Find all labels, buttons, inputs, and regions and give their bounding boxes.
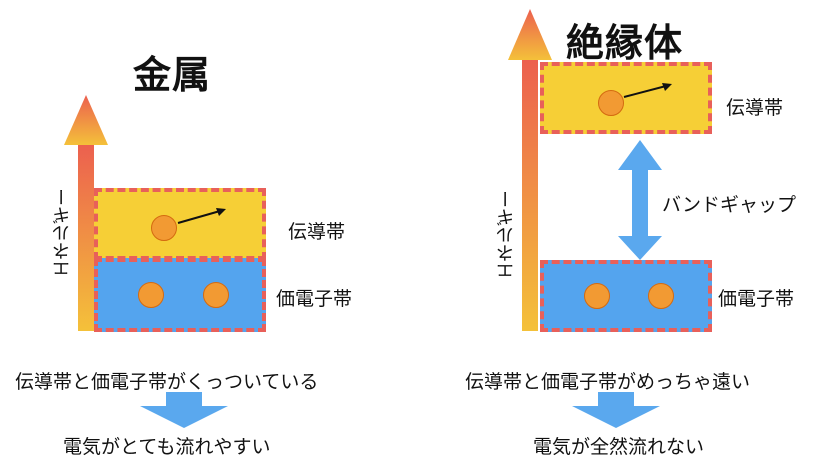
insulator-result: 電気が全然流れない: [533, 436, 705, 458]
band-gap-double-arrow-icon: [618, 140, 662, 260]
metal-conduction-label: 伝導帯: [288, 221, 346, 243]
insulator-energy-arrow-icon: [508, 9, 552, 331]
metal-title: 金属: [133, 53, 212, 97]
band-gap-label: バンドギャップ: [662, 194, 796, 216]
insulator-energy-label: エネルギー: [496, 190, 517, 280]
metal-valence-label: 価電子帯: [276, 288, 353, 310]
insulator-valence-electron: [584, 283, 610, 309]
insulator-valence-label: 価電子帯: [718, 288, 795, 310]
metal-valence-electron: [203, 282, 229, 308]
metal-energy-arrow-icon: [64, 95, 108, 331]
insulator-valence-band: [540, 260, 712, 332]
insulator-result-arrow-icon: [572, 392, 660, 428]
insulator-valence-electron: [648, 283, 674, 309]
metal-result: 電気がとても流れやすい: [63, 436, 271, 458]
metal-valence-band: [94, 258, 266, 332]
metal-statement: 伝導帯と価電子帯がくっついている: [15, 371, 319, 393]
insulator-electron-motion-arrow-icon: [623, 83, 672, 98]
insulator-conduction-label: 伝導帯: [726, 97, 784, 119]
metal-valence-electron: [138, 282, 164, 308]
insulator-conduction-electron: [598, 90, 624, 116]
metal-electron-motion-arrow-icon: [177, 208, 226, 224]
insulator-statement: 伝導帯と価電子帯がめっちゃ遠い: [465, 371, 751, 393]
metal-result-arrow-icon: [140, 392, 228, 428]
metal-energy-label: エネルギー: [52, 188, 73, 278]
metal-conduction-electron: [151, 215, 177, 241]
insulator-title: 絶縁体: [566, 21, 684, 65]
insulator-conduction-band: [540, 62, 712, 134]
